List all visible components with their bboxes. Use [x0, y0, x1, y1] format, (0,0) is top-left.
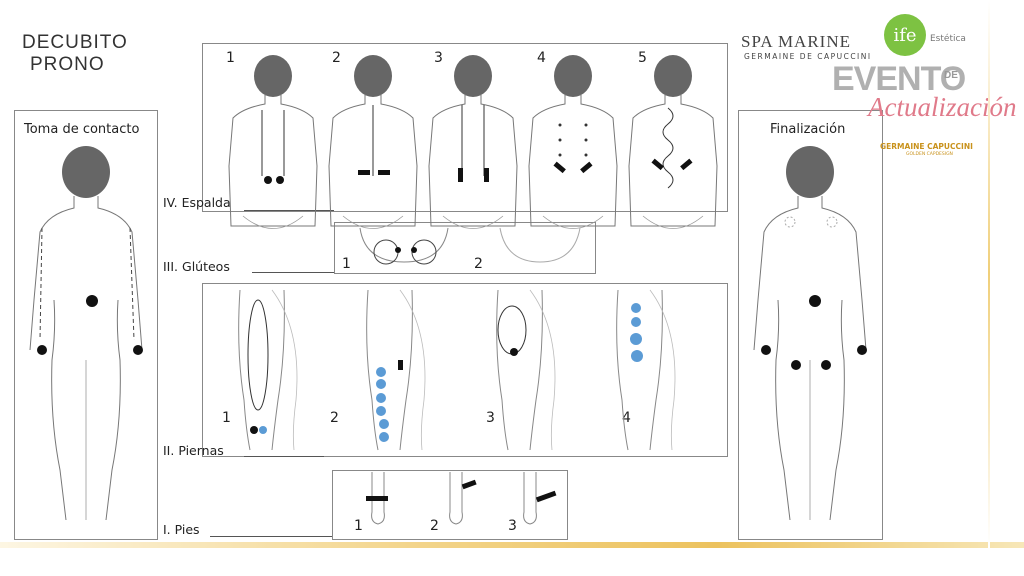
left-panel-label: Toma de contacto	[24, 122, 140, 137]
gold-vertical-line	[988, 0, 990, 548]
right-body-figure	[753, 146, 867, 521]
title-line-2: PRONO	[30, 54, 105, 75]
section-piernas-label: II. Piernas	[163, 443, 224, 458]
pies-step-3: 3	[508, 518, 517, 534]
piernas-figure-2	[366, 289, 426, 451]
pies-figure-2	[449, 471, 477, 525]
estetica-label: Estética	[930, 34, 966, 44]
spa-marine-subtitle: GERMAINE DE CAPUCCINI	[744, 52, 872, 61]
espalda-figure-1	[228, 54, 318, 229]
espalda-step-3: 3	[434, 50, 443, 66]
piernas-step-1: 1	[222, 410, 231, 426]
section-espalda-label: IV. Espalda	[163, 195, 231, 210]
right-panel-label: Finalización	[770, 122, 846, 137]
section-gluteos-label: III. Glúteos	[163, 259, 230, 274]
espalda-figure-4	[528, 54, 618, 229]
actualizacion-title: Actualización	[868, 92, 1017, 122]
pies-figure-3	[523, 471, 557, 525]
gluteos-underline	[252, 272, 334, 273]
piernas-underline	[244, 456, 324, 457]
gluteos-figure-2	[499, 227, 581, 263]
espalda-figure-5	[628, 54, 718, 229]
section-pies-label: I. Pies	[163, 522, 200, 537]
piernas-step-4: 4	[622, 410, 631, 426]
pies-step-2: 2	[430, 518, 439, 534]
piernas-figure-4	[616, 289, 676, 451]
espalda-step-5: 5	[638, 50, 647, 66]
pies-figure-1	[366, 471, 388, 525]
espalda-step-1: 1	[226, 50, 235, 66]
gluteos-step-1: 1	[342, 256, 351, 272]
page-title: DECUBITO PRONO	[22, 32, 128, 76]
piernas-figure-3	[496, 289, 556, 451]
piernas-step-2: 2	[330, 410, 339, 426]
germaine-capuccini-subtitle: GOLDEN CAPDESIGN	[906, 152, 953, 157]
germaine-capuccini-logo: GERMAINE CAPUCCINI	[880, 142, 973, 151]
evento-title: EVENTO	[832, 60, 966, 98]
piernas-panel	[202, 283, 728, 457]
de-label: DE	[944, 70, 958, 81]
pies-step-1: 1	[354, 518, 363, 534]
ife-logo-text: ife	[893, 24, 917, 46]
espalda-step-2: 2	[332, 50, 341, 66]
espalda-figure-3	[428, 54, 518, 229]
gluteos-figure-1	[359, 227, 449, 265]
espalda-figure-2	[328, 54, 418, 229]
left-body-figure	[29, 146, 143, 521]
spa-marine-logo: SPA MARINE	[741, 32, 851, 51]
gluteos-step-2: 2	[474, 256, 483, 272]
gold-footer-stripe	[0, 542, 1024, 548]
pies-underline	[210, 536, 332, 537]
ife-logo: ife	[884, 14, 926, 56]
espalda-underline	[244, 210, 334, 211]
piernas-step-3: 3	[486, 410, 495, 426]
title-line-1: DECUBITO	[22, 32, 128, 53]
espalda-step-4: 4	[537, 50, 546, 66]
piernas-figure-1	[238, 289, 298, 451]
gluteos-panel	[334, 222, 596, 274]
